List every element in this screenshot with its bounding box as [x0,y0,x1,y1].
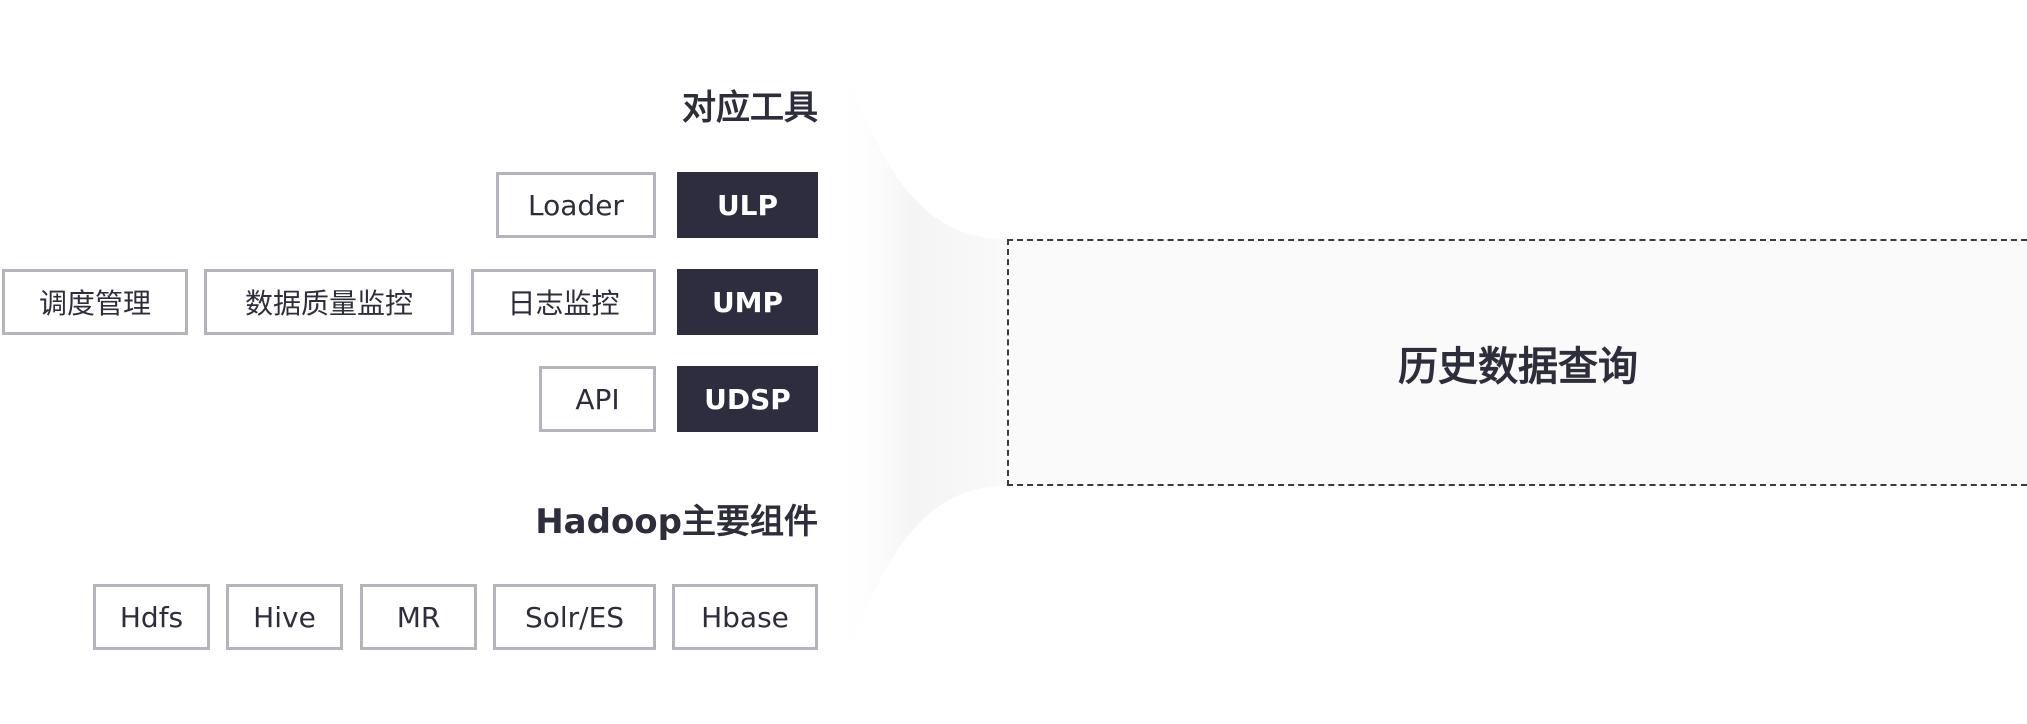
product-box-label: UMP [711,285,784,319]
hadoop-section-title: Hadoop主要组件 [535,502,818,542]
component-box-label: MR [396,600,441,634]
component-box-label: Solr/ES [524,600,625,634]
product-box-udsp: UDSP [677,366,818,432]
tools-section-title: 对应工具 [682,88,818,128]
target-box-history-query: 历史数据查询 [1007,239,2027,486]
tool-box-label: 调度管理 [38,287,151,320]
tool-box-loader: Loader [496,172,656,238]
component-box-hive: Hive [226,584,343,650]
tool-box-label: 日志监控 [507,287,620,320]
tool-box-label: API [575,382,620,416]
tool-box-label: Loader [528,188,624,222]
tool-box-log-monitor: 日志监控 [471,269,656,335]
component-box-mr: MR [360,584,477,650]
product-box-ulp: ULP [677,172,818,238]
tool-box-label: 数据质量监控 [244,287,413,320]
product-box-ump: UMP [677,269,818,335]
component-box-label: Hbase [701,600,789,634]
product-box-label: ULP [716,188,779,222]
tool-box-scheduling: 调度管理 [2,269,188,335]
tool-box-data-quality: 数据质量监控 [204,269,454,335]
component-box-label: Hdfs [119,600,184,634]
tool-box-api: API [539,366,656,432]
component-box-hdfs: Hdfs [93,584,210,650]
component-box-label: Hive [253,600,316,634]
product-box-label: UDSP [704,382,791,416]
component-box-solr-es: Solr/ES [493,584,656,650]
target-label: 历史数据查询 [1398,343,1638,390]
component-box-hbase: Hbase [672,584,818,650]
